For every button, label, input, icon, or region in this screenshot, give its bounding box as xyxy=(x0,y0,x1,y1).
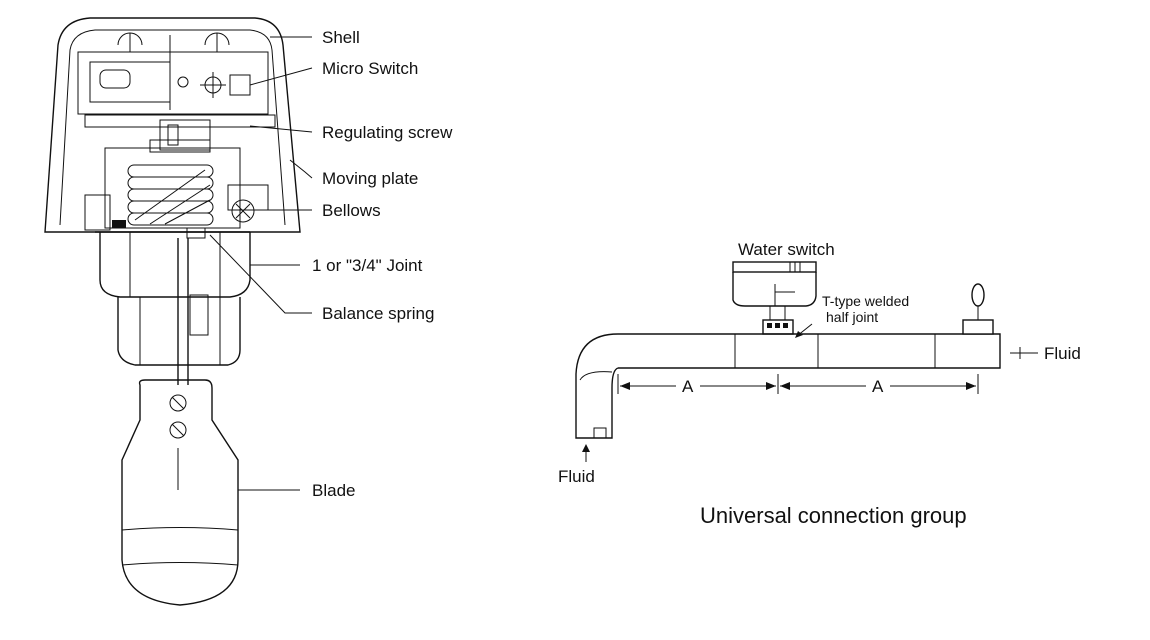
flow-switch-drawing xyxy=(44,17,301,606)
label-fluid-in: Fluid xyxy=(558,467,595,486)
dim-label-a1: A xyxy=(682,377,694,396)
leader-lines xyxy=(209,36,313,491)
label-moving-plate: Moving plate xyxy=(322,169,418,188)
label-fluid-out: Fluid xyxy=(1044,344,1081,363)
label-t-type-line2: half joint xyxy=(826,309,878,325)
label-balance-spring: Balance spring xyxy=(322,304,434,323)
connection-group-drawing xyxy=(575,261,1038,462)
label-micro-switch: Micro Switch xyxy=(322,59,418,78)
dim-label-a2: A xyxy=(872,377,884,396)
label-blade: Blade xyxy=(312,481,355,500)
label-t-type-line1: T-type welded xyxy=(822,293,909,309)
label-water-switch: Water switch xyxy=(738,240,835,259)
label-shell: Shell xyxy=(322,28,360,47)
label-regulating-screw: Regulating screw xyxy=(322,123,453,142)
bellows-coils xyxy=(127,164,214,226)
caption-universal-connection-group: Universal connection group xyxy=(700,503,967,528)
label-bellows: Bellows xyxy=(322,201,381,220)
label-joint: 1 or "3/4" Joint xyxy=(312,256,423,275)
